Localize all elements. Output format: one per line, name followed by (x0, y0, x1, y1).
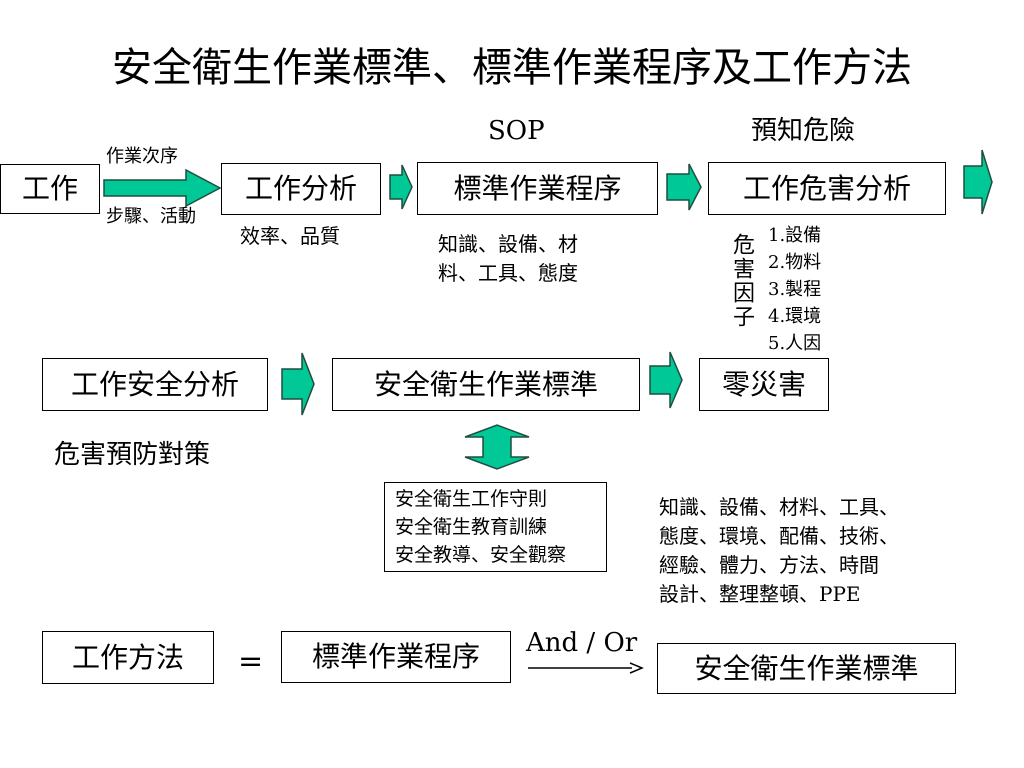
hazard-factor-list: 1.設備 2.物料 3.製程 4.環境 5.人因 (768, 225, 822, 354)
prevention-label: 危害預防對策 (54, 440, 211, 470)
job-safety-analysis-box: 工作安全分析 (42, 358, 268, 411)
arrow-right-icon (649, 351, 683, 409)
steps-label: 步驟、活動 (106, 206, 196, 227)
safety-standard-box: 安全衛生作業標準 (332, 358, 640, 411)
work-box: 工作 (0, 164, 100, 214)
zero-accident-box: 零災害 (699, 358, 829, 411)
efficiency-quality-note: 效率、品質 (240, 224, 340, 248)
arrow-right-icon (666, 163, 702, 211)
sequence-label: 作業次序 (106, 146, 178, 167)
equals-sign: = (238, 644, 264, 679)
sequence-arrow-icon (103, 168, 222, 208)
work-method-box: 工作方法 (42, 631, 214, 684)
sop-label: SOP (488, 116, 545, 146)
hazard-analysis-box: 工作危害分析 (708, 162, 946, 215)
thin-arrow-icon (528, 662, 644, 674)
elements-note: 知識、設備、材料、工具、 態度、環境、配備、技術、 經驗、體力、方法、時間 設計… (659, 495, 899, 606)
arrow-right-icon (963, 149, 993, 215)
hazard-factor-label: 危害因子 (729, 233, 754, 329)
sop-box-2: 標準作業程序 (281, 631, 511, 683)
safety-standard-box-2: 安全衛生作業標準 (657, 643, 956, 694)
sop-elements-note: 知識、設備、材 料、工具、態度 (438, 232, 578, 285)
arrow-right-icon (389, 164, 413, 210)
arrow-right-icon (281, 352, 315, 416)
page-title: 安全衛生作業標準、標準作業程序及工作方法 (112, 45, 912, 91)
hazard-prediction-label: 預知危險 (751, 116, 856, 146)
safety-rules-box: 安全衛生工作守則 安全衛生教育訓練 安全教導、安全觀察 (384, 482, 607, 572)
double-arrow-icon (464, 424, 530, 470)
work-analysis-box: 工作分析 (221, 163, 381, 215)
and-or-label: And / Or (526, 628, 638, 658)
sop-box: 標準作業程序 (417, 162, 658, 215)
